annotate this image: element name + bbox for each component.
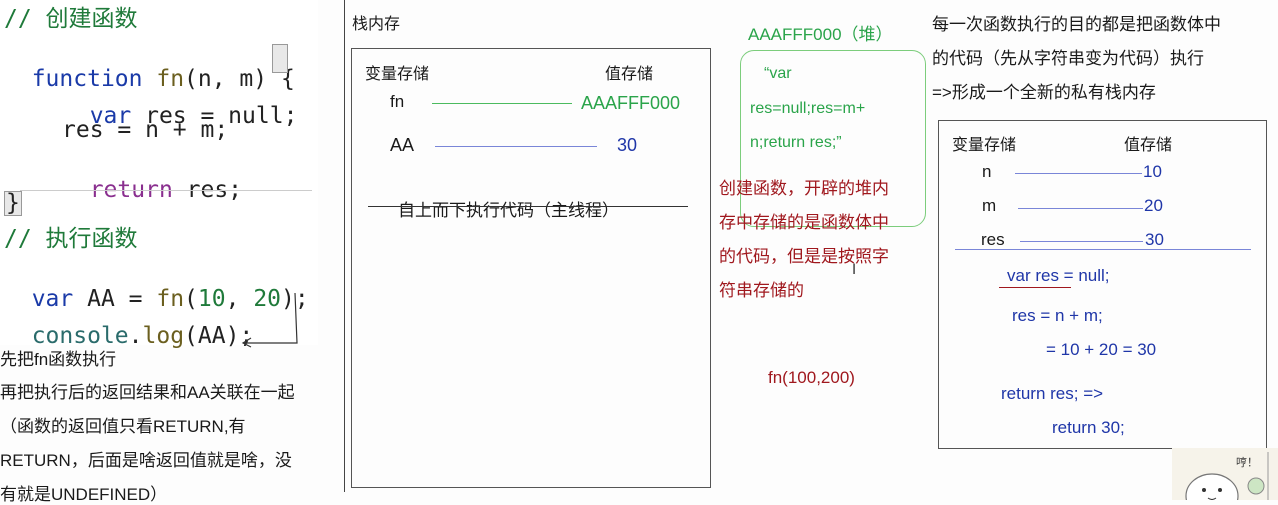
- stack-memory-box: [351, 48, 711, 488]
- note-step5: 有就是UNDEFINED）: [0, 485, 168, 504]
- step-var-res-underline: [999, 287, 1071, 288]
- code-line-res-assign: res = n + m;: [62, 117, 229, 143]
- right-desc-3: =>形成一个全新的私有栈内存: [932, 83, 1156, 102]
- function-params: (n, m) {: [184, 66, 295, 92]
- brace-guide-line: [20, 190, 312, 191]
- code-line-var-res: var res = null;: [62, 82, 298, 129]
- mascot-speech: 哼！: [1236, 457, 1258, 469]
- private-res-var: res: [981, 230, 1005, 249]
- private-res-val: 30: [1145, 230, 1164, 249]
- comment-create: // 创建函数: [4, 6, 138, 32]
- stack-row1-val: AAAFFF000: [581, 93, 681, 113]
- private-stack-box: [938, 120, 1267, 449]
- private-n-line: [1015, 173, 1142, 174]
- right-desc-1: 每一次函数执行的目的都是把函数体中: [932, 15, 1221, 34]
- stack-row1-var: fn: [390, 92, 405, 111]
- stack-col-var: 变量存储: [365, 66, 430, 83]
- heap-desc-3: 的代码，但是是按照字: [719, 247, 889, 266]
- private-m-line: [1018, 208, 1143, 209]
- stack-row2-var: AA: [390, 135, 415, 155]
- call-open: (: [184, 286, 198, 312]
- mascot-sticker: [1172, 448, 1278, 500]
- code-line-return: return res;: [62, 156, 242, 202]
- note-step2: 再把执行后的返回结果和AA关联在一起: [0, 383, 295, 402]
- keyword-function: function: [31, 66, 143, 92]
- comment-exec: // 执行函数: [4, 226, 138, 252]
- function-name: fn: [156, 66, 185, 92]
- heap-content-2: res=null;res=m+: [750, 100, 866, 117]
- console-dot: .: [128, 323, 143, 349]
- heap-desc-2: 存中存储的是函数体中: [719, 213, 889, 232]
- stack-col-val: 值存储: [605, 66, 654, 83]
- vertical-divider: [344, 0, 345, 492]
- step-var-res: var res = null;: [1007, 266, 1110, 285]
- step-calc: = 10 + 20 = 30: [1046, 340, 1157, 359]
- brace-highlight: [272, 44, 288, 73]
- call-fn: fn: [156, 286, 185, 312]
- heap-box: [740, 50, 926, 227]
- private-m-var: m: [982, 196, 997, 215]
- private-divider: [955, 249, 1251, 250]
- heap-desc-1: 创建函数，开辟的堆内: [719, 179, 889, 198]
- private-col-val: 值存储: [1124, 137, 1173, 154]
- keyword-var: var: [89, 103, 132, 129]
- heap-content-3: n;return res;”: [750, 134, 842, 151]
- heap-content-1: “var: [764, 65, 792, 82]
- code-line-call: var AA = fn(10, 20);: [4, 265, 309, 311]
- call-name: AA =: [73, 286, 157, 312]
- private-n-val: 10: [1143, 162, 1162, 181]
- main-thread-label: 自上而下执行代码（主线程）: [398, 201, 619, 220]
- text-cursor-icon: I: [852, 262, 857, 278]
- heap-title: AAAFFF000（堆）: [748, 25, 893, 44]
- private-res-line: [1020, 241, 1143, 242]
- stack-title: 栈内存: [352, 16, 401, 33]
- private-m-val: 20: [1144, 196, 1163, 215]
- keyword-var-call: var: [31, 286, 74, 312]
- close-brace: }: [4, 190, 22, 216]
- step-return: return res; =>: [1001, 384, 1104, 403]
- call-comma: ,: [225, 286, 254, 312]
- console-object: console: [31, 323, 129, 349]
- console-log: log: [142, 323, 185, 349]
- var-res-rest: res = null;: [131, 103, 298, 129]
- note-step1: 先把fn函数执行: [0, 350, 117, 369]
- main-thread-strike: [368, 206, 688, 207]
- console-args: (AA);: [184, 323, 254, 349]
- code-line-console: console.log(AA);: [4, 302, 254, 349]
- step-res-assign: res = n + m;: [1012, 306, 1103, 325]
- call-example: fn(100,200): [768, 368, 855, 387]
- private-col-var: 变量存储: [952, 137, 1017, 154]
- step-return-value: return 30;: [1052, 418, 1125, 437]
- code-panel: [0, 0, 318, 345]
- heap-desc-4: 符串存储的: [719, 281, 804, 300]
- code-line-function: function fn(n, m) {: [4, 45, 295, 91]
- call-arg2: 20: [253, 286, 282, 312]
- annotation-arrow: [241, 292, 298, 348]
- note-step3: （函数的返回值只看RETURN,有: [0, 417, 246, 436]
- stack-row2-line: [435, 146, 597, 147]
- stack-row2-val: 30: [617, 135, 638, 155]
- right-desc-2: 的代码（先从字符串变为代码）执行: [932, 49, 1204, 68]
- stack-row1-line: [432, 103, 572, 104]
- private-n-var: n: [982, 162, 992, 181]
- note-step4: RETURN，后面是啥返回值就是啥，没: [0, 451, 292, 470]
- call-arg1: 10: [197, 286, 226, 312]
